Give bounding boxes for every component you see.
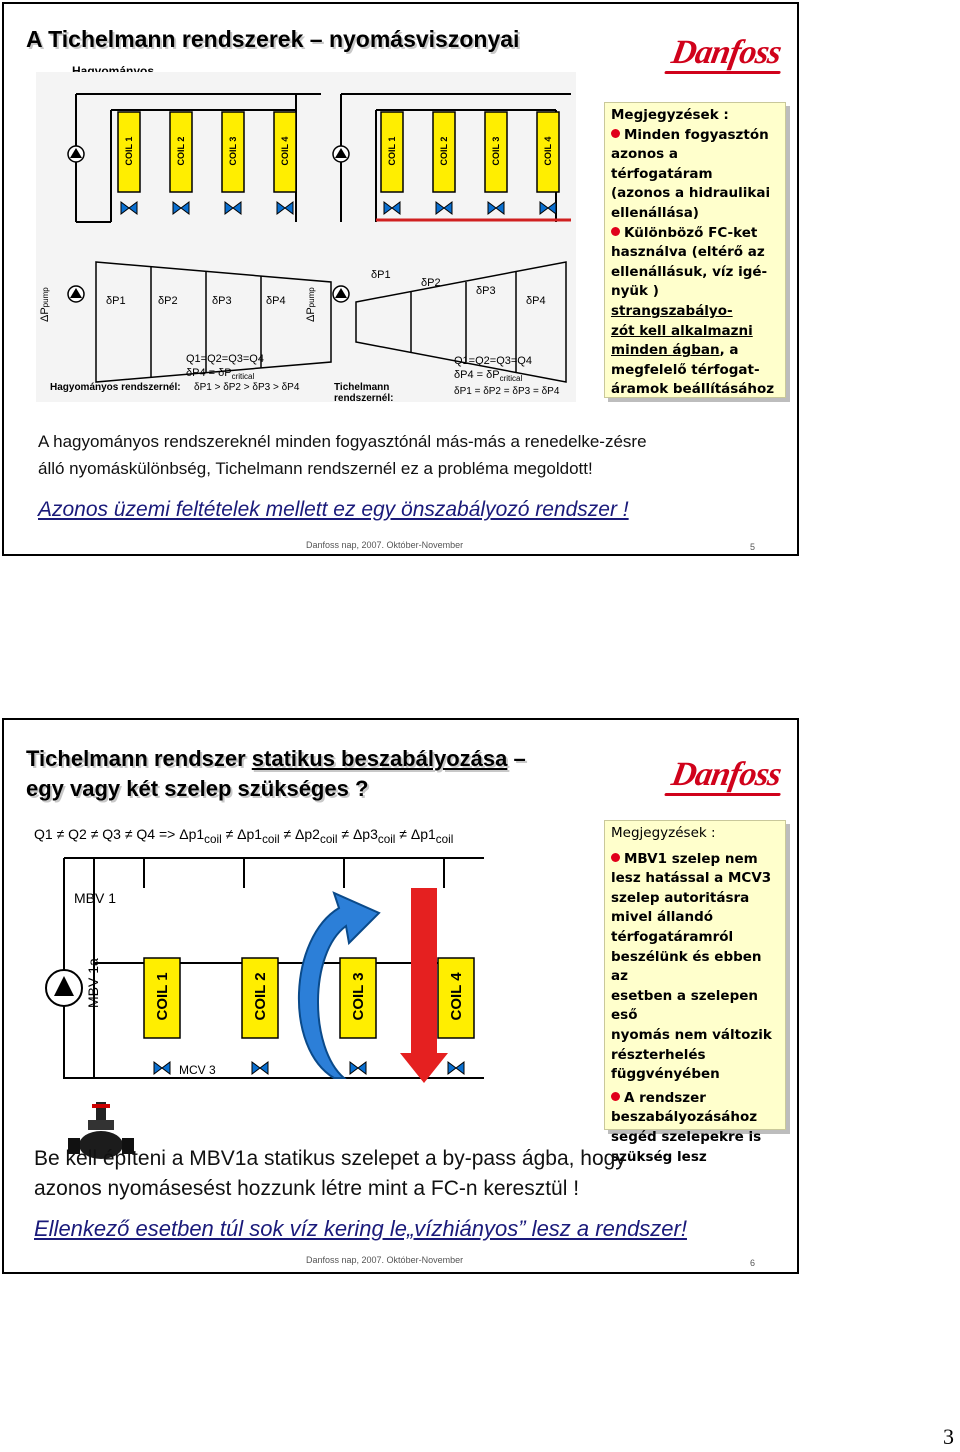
note-item-1: Minden fogyasztón azonos a térfogatáram …: [611, 126, 771, 221]
footer-text: Danfoss nap, 2007. Október-November: [306, 1255, 464, 1265]
valve-diagram: COIL 1 COIL 2 COIL 3 COIL 4 MBV 1 MBV 1a MC…: [45, 857, 484, 1083]
valve-icon: [539, 201, 557, 215]
caption-tichelmann-1: Tichelmann: [334, 382, 389, 393]
coil-4: [273, 111, 297, 193]
valve-icon: [349, 1061, 367, 1075]
coil-label-2: COIL 2: [252, 972, 269, 1020]
bullet-dot-icon: [611, 226, 620, 236]
bullet-dot-icon: [611, 852, 620, 862]
coil-2: [241, 957, 279, 1039]
p4-left: δP4 = δPcritical: [186, 367, 254, 381]
relation-traditional: δP1 > δP2 > δP3 > δP4: [194, 382, 300, 393]
coil-3: [221, 111, 245, 193]
coil-1: [380, 111, 404, 193]
coil-label-3: COIL 3: [228, 137, 238, 166]
notes-box: Megjegyzések : Minden fogyasztón azonos …: [604, 102, 786, 398]
valve-icon: [172, 201, 190, 215]
static-valve-icon: [68, 1102, 134, 1159]
note-item-2: A rendszer beszabályozásához segéd szele…: [611, 1089, 762, 1165]
note-item-1: MBV1 szelep nem lesz hatással a MCV3 sze…: [611, 850, 772, 1083]
label-mbv1a: MBV 1a: [85, 958, 101, 1008]
relation-tichelmann: δP1 = δP2 = δP3 = δP4: [454, 386, 560, 397]
caption-tichelmann-2: rendszernél:: [334, 393, 393, 402]
valve-icon: [435, 201, 453, 215]
pressure-diagram: COIL 1 COIL 2 COIL 3 COIL 4 COIL 1 COIL 2 COI…: [36, 72, 576, 402]
pump-label-right: ΔPpump: [305, 287, 317, 322]
slide-title: Tichelmann rendszer statikus beszabályoz…: [26, 746, 526, 801]
q-left: Q1=Q2=Q3=Q4: [186, 353, 264, 365]
valve-icon: [224, 201, 242, 215]
pump-label-left: ΔPpump: [39, 287, 51, 322]
body-line-1: A hagyományos rendszereknél minden fogya…: [38, 432, 647, 451]
coil-label-1: COIL 1: [387, 137, 397, 166]
coil-label-4: COIL 4: [448, 972, 465, 1021]
dp-right-3: δP3: [476, 285, 496, 297]
flow-arrow-red-icon: [411, 888, 437, 1058]
slide-5: A Tichelmann rendszerek – nyomásviszonya…: [2, 2, 799, 556]
sheet-number: 3: [943, 1424, 954, 1449]
conclusion-link[interactable]: Azonos üzemi feltételek mellett ez egy ö…: [38, 498, 629, 521]
label-mcv3: MCV 3: [179, 1063, 216, 1077]
p4-right: δP4 = δPcritical: [454, 369, 522, 383]
dp-left-3: δP3: [212, 295, 232, 307]
notes-heading: Megjegyzések :: [611, 107, 729, 123]
body-paragraph: Be kell építeni a MBV1a statikus szelepe…: [34, 1144, 774, 1204]
coil-label-2: COIL 2: [176, 137, 186, 166]
body-line-1: Be kell építeni a MBV1a statikus szelepe…: [34, 1147, 626, 1170]
body-line-2: álló nyomáskülönbség, Tichelmann rendsze…: [38, 459, 593, 478]
coil-2: [169, 111, 193, 193]
dp-right-4: δP4: [526, 295, 546, 307]
coil-label-4: COIL 4: [543, 137, 553, 166]
caption-traditional: Hagyományos rendszernél:: [50, 382, 181, 393]
bullet-dot-icon: [611, 128, 620, 138]
coil-label-3: COIL 3: [491, 137, 501, 166]
coil-label-3: COIL 3: [350, 972, 367, 1020]
dp-left-1: δP1: [106, 295, 126, 307]
coil-label-2: COIL 2: [439, 137, 449, 166]
coil-1: [143, 957, 181, 1039]
valve-icon: [276, 201, 294, 215]
flow-equation: Q1 ≠ Q2 ≠ Q3 ≠ Q4 => Δp1coil ≠ Δp1coil ≠…: [34, 826, 454, 846]
dp-left-4: δP4: [266, 295, 286, 307]
bullet-dot-icon: [611, 1091, 620, 1101]
coil-3: [484, 111, 508, 193]
coil-label-1: COIL 1: [154, 972, 171, 1020]
conclusion-link[interactable]: Ellenkező esetben túl sok víz kering le„…: [34, 1216, 687, 1241]
coil-label-1: COIL 1: [124, 137, 134, 166]
coil-4: [437, 957, 475, 1039]
valve-icon: [153, 1061, 171, 1075]
danfoss-logo: Danfoss: [668, 34, 784, 71]
dp-left-2: δP2: [158, 295, 178, 307]
coil-2: [432, 111, 456, 193]
coil-label-4: COIL 4: [280, 137, 290, 166]
notes-heading: Megjegyzések :: [611, 825, 716, 841]
page-number: 6: [750, 1258, 756, 1268]
valve-icon: [251, 1061, 269, 1075]
notes-box: Megjegyzések : MBV1 szelep nem lesz hatá…: [604, 820, 786, 1165]
page-number: 5: [750, 542, 756, 552]
body-line-2: azonos nyomásesést hozzunk létre mint a …: [34, 1177, 580, 1200]
danfoss-logo: Danfoss: [668, 756, 784, 793]
valve-icon: [487, 201, 505, 215]
coil-4: [536, 111, 560, 193]
note-item-2: Különböző FC-ket használva (eltérő az el…: [611, 224, 775, 398]
coil-1: [117, 111, 141, 193]
footer-text: Danfoss nap, 2007. Október-November: [306, 540, 464, 550]
slide-6: Tichelmann rendszer statikus beszabályoz…: [2, 718, 799, 1274]
dp-right-2: δP2: [421, 277, 441, 289]
flow-arrow-blue-icon: [298, 891, 381, 1079]
coil-3: [339, 957, 377, 1039]
slide-title: A Tichelmann rendszerek – nyomásviszonya…: [26, 26, 520, 52]
label-mbv1: MBV 1: [74, 890, 116, 906]
valve-icon: [383, 201, 401, 215]
q-right: Q1=Q2=Q3=Q4: [454, 355, 532, 367]
valve-icon: [120, 201, 138, 215]
body-paragraph: A hagyományos rendszereknél minden fogya…: [38, 428, 798, 482]
valve-icon: [447, 1061, 465, 1075]
dp-right-1: δP1: [371, 269, 391, 281]
